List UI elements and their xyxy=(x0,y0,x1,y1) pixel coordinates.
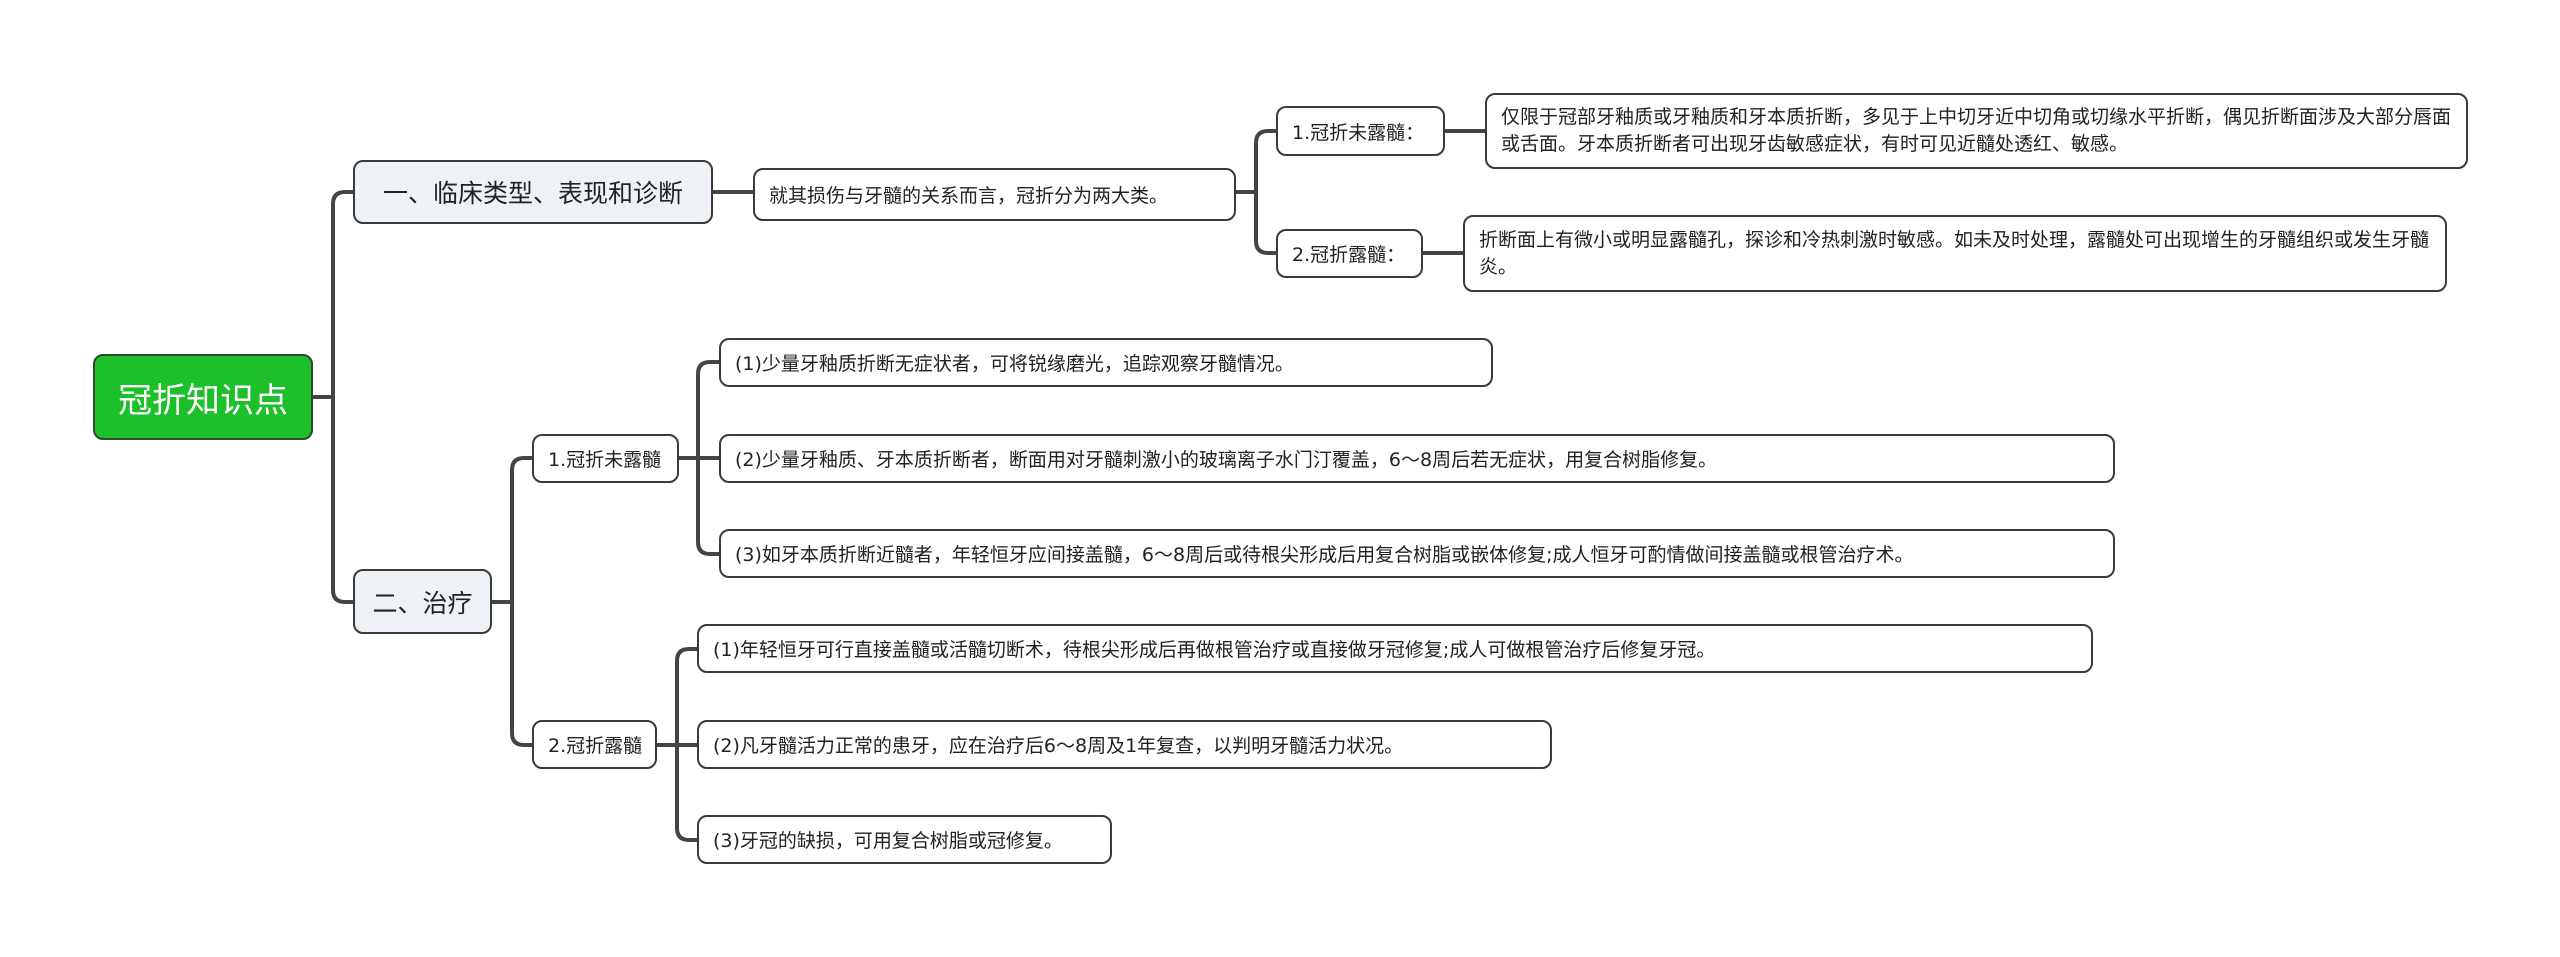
type-uncomplicated[interactable]: 1.冠折未露髓： xyxy=(1276,106,1445,156)
item-text: (3)牙冠的缺损，可用复合树脂或冠修复。 xyxy=(713,830,1063,852)
section-treatment-label: 二、治疗 xyxy=(372,588,473,618)
root-topic[interactable]: 冠折知识点 xyxy=(93,354,313,440)
connector-root xyxy=(311,190,355,604)
connector-group1-items xyxy=(677,360,721,556)
type-complicated[interactable]: 2.冠折露髓： xyxy=(1276,229,1423,278)
item-text: (1)少量牙釉质折断无症状者，可将锐缘磨光，追踪观察牙髓情况。 xyxy=(735,353,1294,375)
group-complicated-item-3[interactable]: (3)牙冠的缺损，可用复合树脂或冠修复。 xyxy=(697,815,1112,864)
connector-group2-items xyxy=(655,647,699,842)
group-complicated-item-1[interactable]: (1)年轻恒牙可行直接盖髓或活髓切断术，待根尖形成后再做根管治疗或直接做牙冠修复… xyxy=(697,624,2093,673)
section-clinical-summary[interactable]: 就其损伤与牙髓的关系而言，冠折分为两大类。 xyxy=(753,168,1236,221)
section-clinical-types-label: 一、临床类型、表现和诊断 xyxy=(382,179,683,208)
section-clinical-types[interactable]: 一、临床类型、表现和诊断 xyxy=(353,160,713,224)
type-uncomplicated-detail-text: 仅限于冠部牙釉质或牙釉质和牙本质折断，多见于上中切牙近中切角或切缘水平折断，偶见… xyxy=(1501,106,2452,155)
group-uncomplicated-item-2[interactable]: (2)少量牙釉质、牙本质折断者，断面用对牙髓刺激小的玻璃离子水门汀覆盖，6～8周… xyxy=(719,434,2115,483)
type-complicated-detail[interactable]: 折断面上有微小或明显露髓孔，探诊和冷热刺激时敏感。如未及时处理，露髓处可出现增生… xyxy=(1463,215,2447,292)
group-complicated-label: 2.冠折露髓 xyxy=(548,735,643,757)
group-uncomplicated-item-1[interactable]: (1)少量牙釉质折断无症状者，可将锐缘磨光，追踪观察牙髓情况。 xyxy=(719,338,1493,387)
item-text: (2)凡牙髓活力正常的患牙，应在治疗后6～8周及1年复查，以判明牙髓活力状况。 xyxy=(713,735,1404,757)
group-uncomplicated-label: 1.冠折未露髓 xyxy=(548,449,662,471)
group-uncomplicated-item-3[interactable]: (3)如牙本质折断近髓者，年轻恒牙应间接盖髓，6～8周后或待根尖形成后用复合树脂… xyxy=(719,529,2115,578)
section-treatment[interactable]: 二、治疗 xyxy=(353,569,492,634)
item-text: (3)如牙本质折断近髓者，年轻恒牙应间接盖髓，6～8周后或待根尖形成后用复合树脂… xyxy=(735,544,1914,566)
type-uncomplicated-label: 1.冠折未露髓： xyxy=(1292,121,1425,144)
type-complicated-label: 2.冠折露髓： xyxy=(1292,244,1406,266)
type-complicated-detail-text: 折断面上有微小或明显露髓孔，探诊和冷热刺激时敏感。如未及时处理，露髓处可出现增生… xyxy=(1479,228,2430,278)
section-clinical-summary-text: 就其损伤与牙髓的关系而言，冠折分为两大类。 xyxy=(769,185,1169,207)
type-uncomplicated-detail[interactable]: 仅限于冠部牙釉质或牙釉质和牙本质折断，多见于上中切牙近中切角或切缘水平折断，偶见… xyxy=(1485,93,2468,169)
connector-section2-groups xyxy=(490,456,534,747)
connector-summary-types xyxy=(1234,129,1278,255)
item-text: (2)少量牙釉质、牙本质折断者，断面用对牙髓刺激小的玻璃离子水门汀覆盖，6～8周… xyxy=(735,449,1718,471)
root-topic-label: 冠折知识点 xyxy=(118,380,288,421)
group-complicated-item-2[interactable]: (2)凡牙髓活力正常的患牙，应在治疗后6～8周及1年复查，以判明牙髓活力状况。 xyxy=(697,720,1552,769)
group-complicated[interactable]: 2.冠折露髓 xyxy=(532,720,657,769)
group-uncomplicated[interactable]: 1.冠折未露髓 xyxy=(532,434,679,483)
item-text: (1)年轻恒牙可行直接盖髓或活髓切断术，待根尖形成后再做根管治疗或直接做牙冠修复… xyxy=(713,639,1716,661)
